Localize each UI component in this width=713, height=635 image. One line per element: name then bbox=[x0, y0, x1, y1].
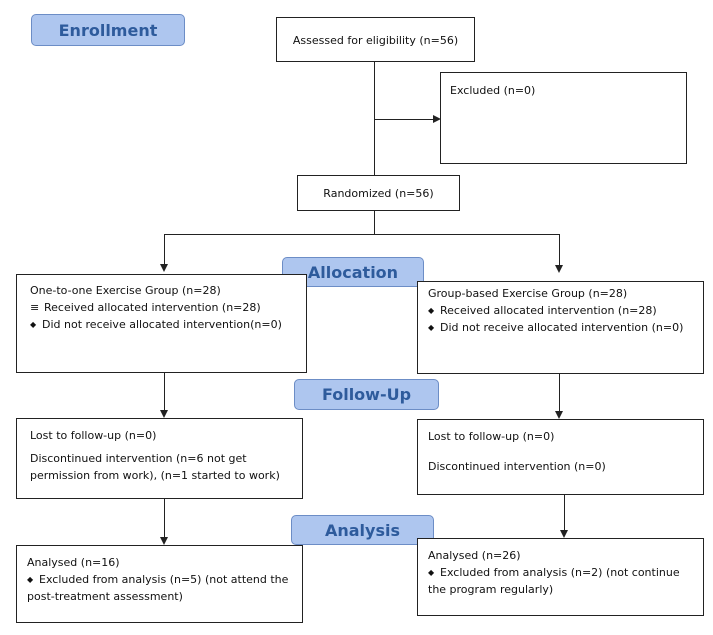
diamond-bullet-icon: ◆ bbox=[428, 323, 435, 332]
connector-right-allocation-to-follow-up bbox=[559, 373, 560, 412]
right-follow-up-box: Lost to follow-up (n=0) Discontinued int… bbox=[417, 419, 704, 495]
left-lost-to-follow-up: Lost to follow-up (n=0) bbox=[30, 429, 157, 442]
left-discontinued-line-1: Discontinued intervention (n=6 not get bbox=[30, 452, 247, 465]
left-follow-up-box: Lost to follow-up (n=0) Discontinued int… bbox=[16, 418, 303, 499]
arrow-to-right-allocation bbox=[555, 265, 563, 273]
connector-assessed-to-randomized bbox=[374, 61, 375, 176]
right-analysis-box: Analysed (n=26) ◆ Excluded from analysis … bbox=[417, 538, 704, 616]
connector-to-excluded bbox=[374, 119, 434, 120]
diamond-bullet-icon: ◆ bbox=[30, 320, 37, 329]
left-allocation-not-received: ◆ Did not receive allocated intervention(… bbox=[30, 316, 293, 333]
assessed-text: Assessed for eligibility (n=56) bbox=[292, 34, 459, 47]
connector-split bbox=[164, 234, 560, 235]
connector-randomized-down bbox=[374, 211, 375, 234]
left-received-text: Received allocated intervention (n=28) bbox=[44, 301, 261, 314]
right-allocation-received: ◆ Received allocated intervention (n=28) bbox=[428, 302, 693, 319]
left-allocation-box: One-to-one Exercise Group (n=28) ≡ Receiv… bbox=[16, 274, 307, 373]
left-excluded-text-1: Excluded from analysis (n=5) (not attend… bbox=[39, 573, 289, 586]
connector-left-follow-up-to-analysis bbox=[164, 499, 165, 537]
right-excluded-from-analysis: ◆ Excluded from analysis (n=2) (not conti… bbox=[428, 564, 693, 581]
connector-right-follow-up-to-analysis bbox=[564, 494, 565, 530]
left-excluded-text-2: post-treatment assessment) bbox=[27, 590, 183, 603]
assessed-box: Assessed for eligibility (n=56) bbox=[276, 17, 475, 62]
connector-to-right-allocation bbox=[559, 234, 560, 265]
randomized-box: Randomized (n=56) bbox=[297, 175, 460, 211]
connector-left-allocation-to-follow-up bbox=[164, 372, 165, 410]
excluded-box: Excluded (n=0) bbox=[440, 72, 687, 164]
right-allocation-title: Group-based Exercise Group (n=28) bbox=[428, 287, 628, 300]
left-allocation-received: ≡ Received allocated intervention (n=28) bbox=[30, 299, 293, 316]
arrow-to-left-analysis bbox=[160, 537, 168, 545]
left-analysis-box: Analysed (n=16) ◆ Excluded from analysis … bbox=[16, 545, 303, 623]
left-discontinued-line-2: permission from work), (n=1 started to w… bbox=[30, 469, 280, 482]
left-excluded-from-analysis: ◆ Excluded from analysis (n=5) (not atten… bbox=[27, 571, 292, 588]
diamond-bullet-icon: ◆ bbox=[27, 575, 34, 584]
right-received-text: Received allocated intervention (n=28) bbox=[440, 304, 657, 317]
right-not-received-text: Did not receive allocated intervention (… bbox=[440, 321, 684, 334]
stack-bullet-icon: ≡ bbox=[30, 301, 40, 314]
arrow-to-right-follow-up bbox=[555, 411, 563, 419]
arrow-to-left-follow-up bbox=[160, 410, 168, 418]
right-allocation-not-received: ◆ Did not receive allocated intervention … bbox=[428, 319, 693, 336]
randomized-text: Randomized (n=56) bbox=[323, 187, 434, 200]
arrow-to-excluded bbox=[433, 115, 441, 123]
right-analysed: Analysed (n=26) bbox=[428, 549, 521, 562]
right-excluded-text-1: Excluded from analysis (n=2) (not contin… bbox=[440, 566, 680, 579]
diamond-bullet-icon: ◆ bbox=[428, 568, 435, 577]
stage-label-analysis: Analysis bbox=[291, 515, 434, 545]
arrow-to-left-allocation bbox=[160, 264, 168, 272]
right-allocation-box: Group-based Exercise Group (n=28) ◆ Recei… bbox=[417, 281, 704, 374]
connector-to-left-allocation bbox=[164, 234, 165, 264]
diamond-bullet-icon: ◆ bbox=[428, 306, 435, 315]
left-analysed: Analysed (n=16) bbox=[27, 556, 120, 569]
excluded-text: Excluded (n=0) bbox=[450, 84, 536, 97]
right-excluded-text-2: the program regularly) bbox=[428, 583, 554, 596]
stage-label-follow-up: Follow-Up bbox=[294, 379, 439, 410]
left-not-received-text: Did not receive allocated intervention(n… bbox=[42, 318, 282, 331]
stage-label-enrollment: Enrollment bbox=[31, 14, 185, 46]
right-lost-to-follow-up: Lost to follow-up (n=0) bbox=[428, 430, 555, 443]
left-allocation-title: One-to-one Exercise Group (n=28) bbox=[30, 284, 221, 297]
arrow-to-right-analysis bbox=[560, 530, 568, 538]
right-discontinued: Discontinued intervention (n=0) bbox=[428, 460, 606, 473]
